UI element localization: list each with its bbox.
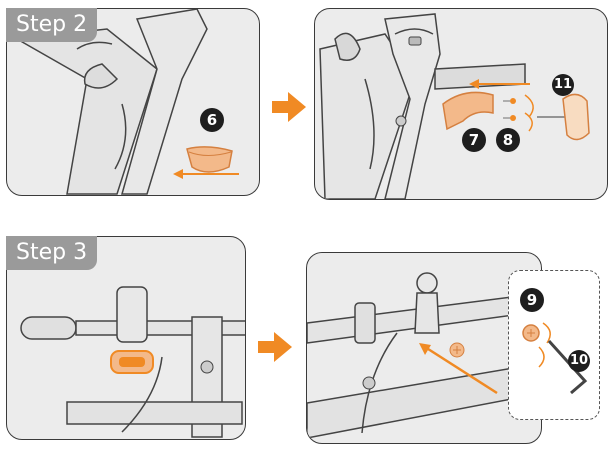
direction-arrow	[173, 169, 239, 179]
part-11-badge: 11	[552, 74, 574, 96]
screws-and-tool	[469, 79, 590, 141]
step-2-label: Step 2	[6, 8, 98, 42]
bracket-part	[442, 91, 494, 131]
next-arrow-icon	[258, 332, 292, 362]
rubber-pad-part	[186, 146, 233, 173]
handlebar-bell-assembly-illustration	[307, 272, 541, 439]
install-arrow-and-screw	[419, 342, 498, 395]
step3-panel-before	[6, 236, 246, 440]
orange-clip-part	[110, 350, 154, 374]
step3-panel-after	[306, 252, 542, 444]
part-8-badge: 8	[496, 128, 520, 152]
next-arrow-icon	[272, 92, 306, 122]
handlebar-illustration	[20, 286, 245, 438]
scooter-stem-illustration	[14, 9, 208, 195]
part-6-badge: 6	[200, 108, 224, 132]
step-3-label: Step 3	[6, 236, 98, 270]
step2-panel-after	[314, 8, 608, 200]
part-7-badge: 7	[462, 128, 486, 152]
part-9-badge: 9	[520, 288, 544, 312]
screw-and-hex-key-detail	[522, 322, 588, 395]
part-10-badge: 10	[568, 350, 590, 372]
step2-panel-before	[6, 8, 260, 196]
